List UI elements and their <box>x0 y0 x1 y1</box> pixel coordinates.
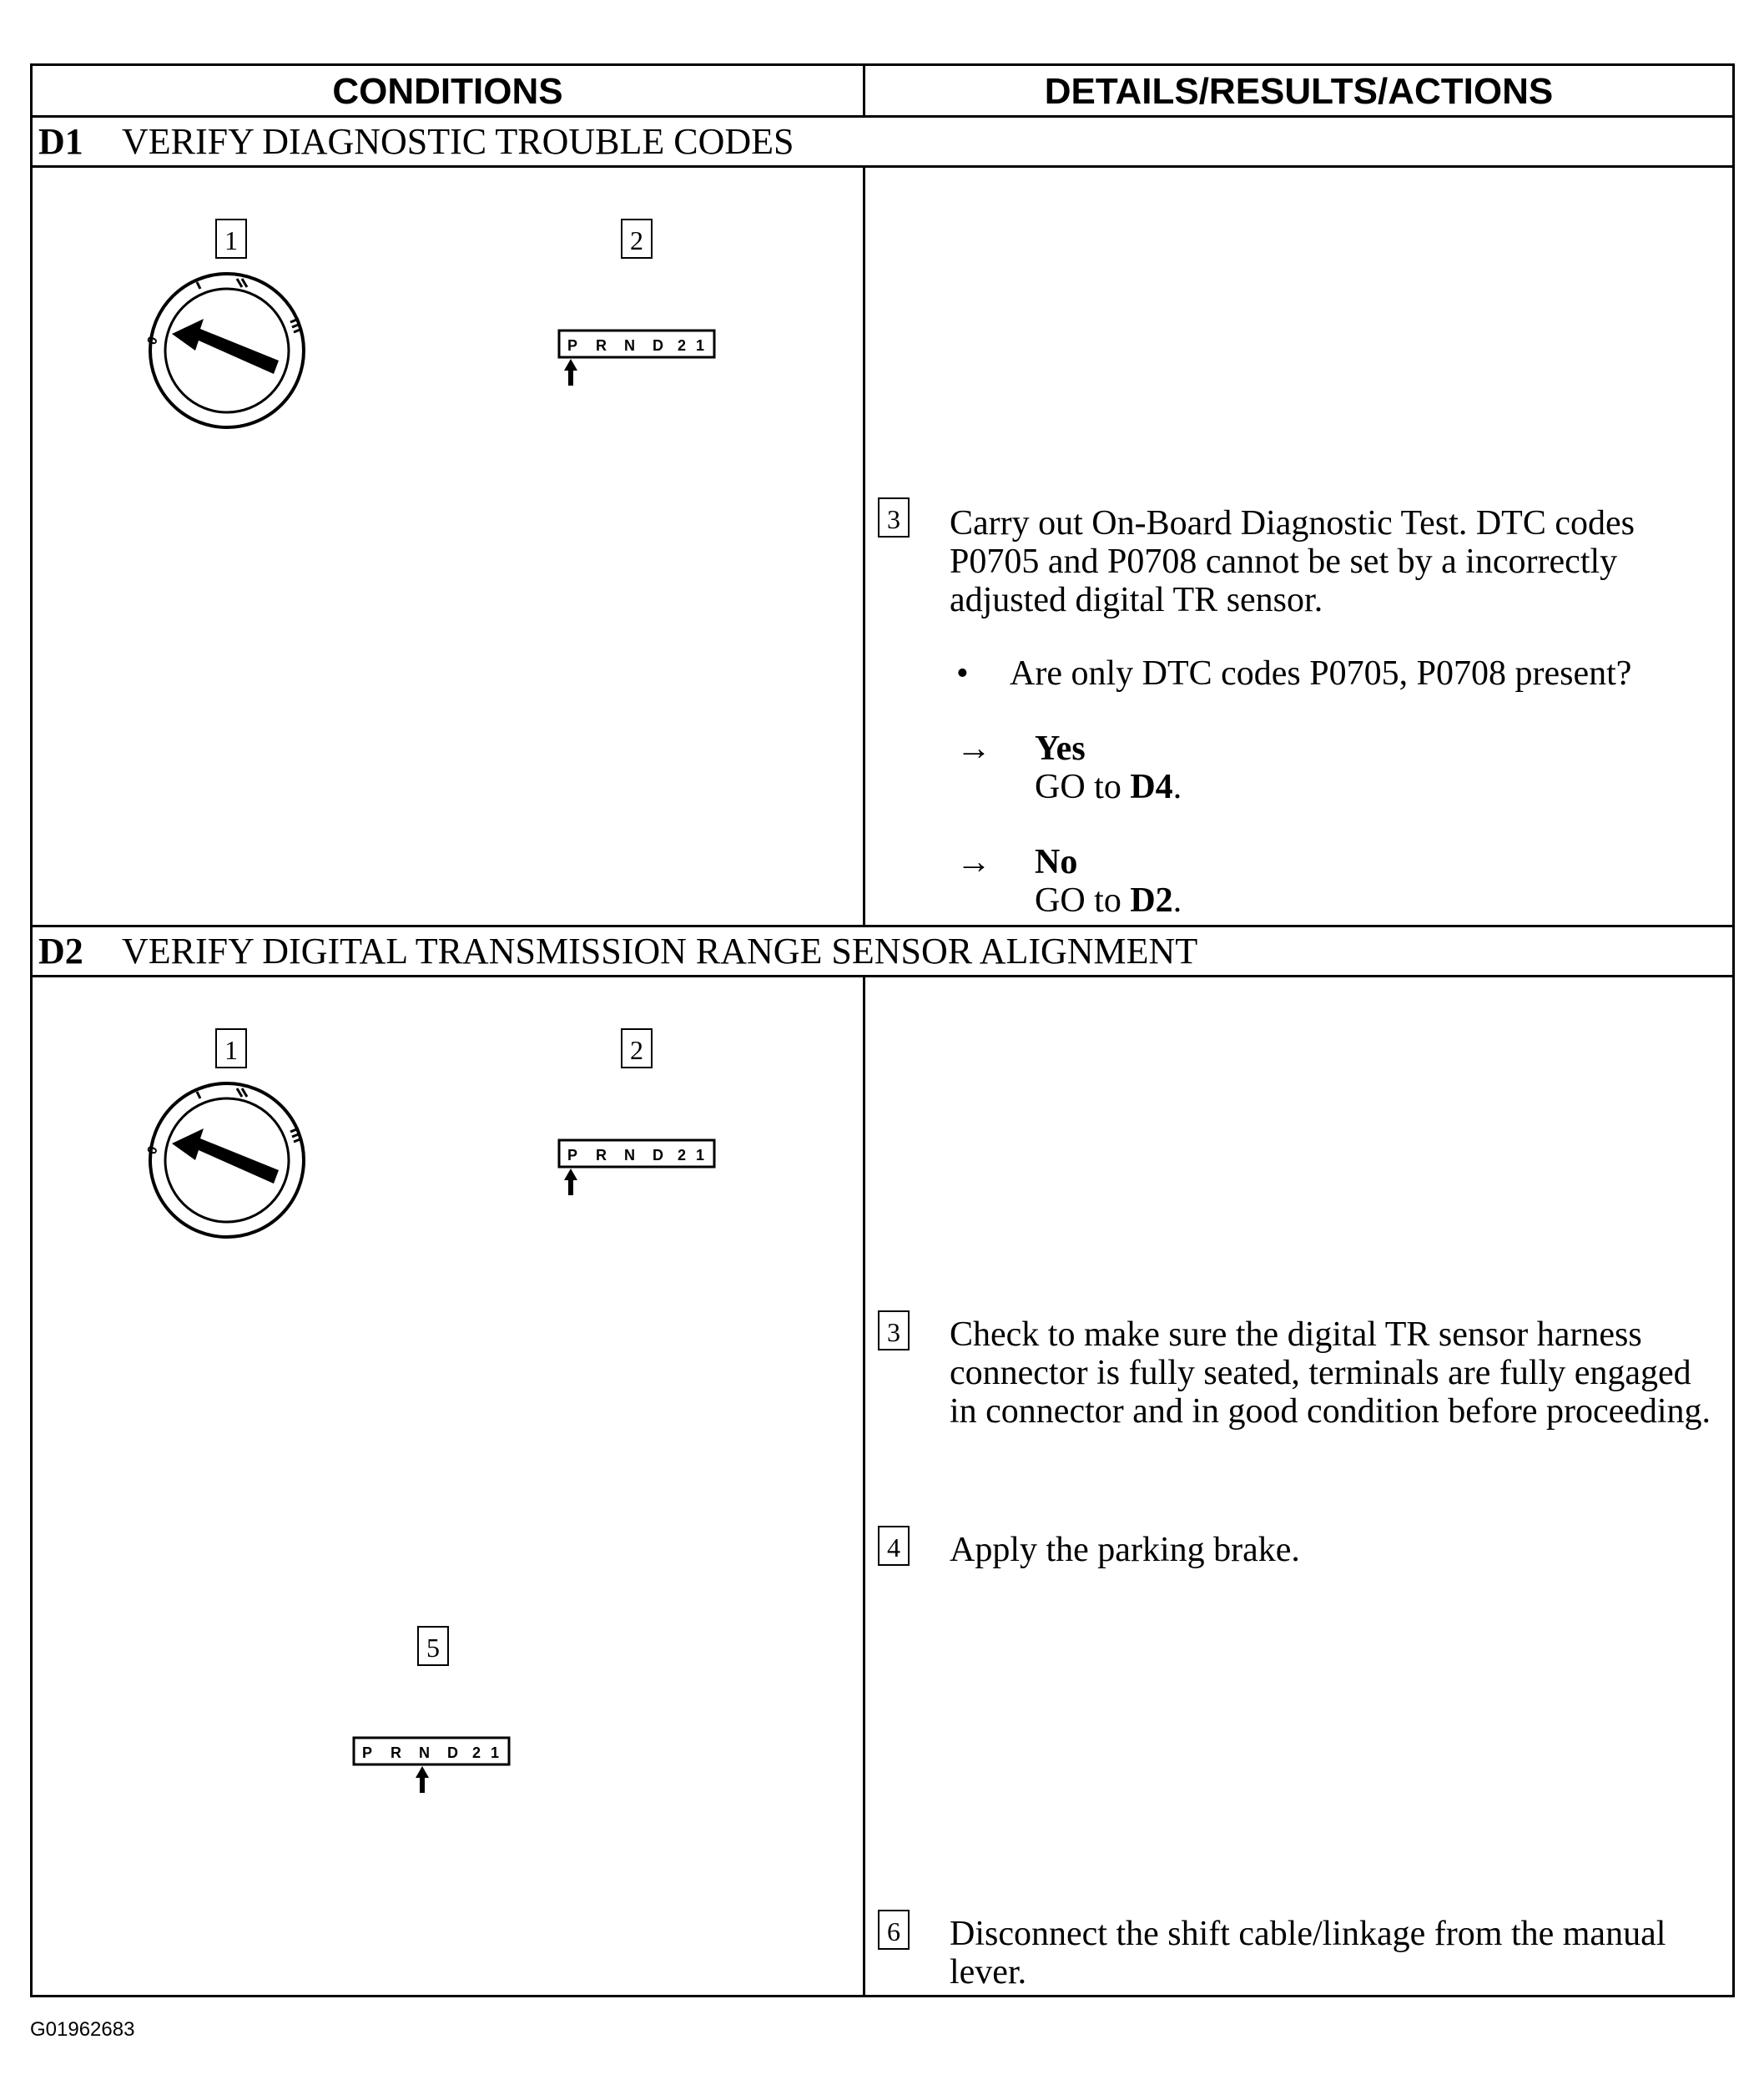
d1-gear-selector-park-icon: P R N D 2 1 <box>557 329 716 386</box>
ignition-switch-off-icon: 0 <box>145 1082 305 1239</box>
svg-text:D: D <box>653 337 663 354</box>
svg-text:N: N <box>624 337 635 354</box>
figure-id: G01962683 <box>30 2018 135 2041</box>
svg-text:R: R <box>596 1147 607 1164</box>
svg-text:N: N <box>419 1744 430 1761</box>
table-bottom-border <box>30 1995 1735 1997</box>
svg-text:2: 2 <box>472 1744 481 1761</box>
table-right-border <box>1732 63 1735 1997</box>
d2-step-5-number: 5 <box>417 1626 449 1666</box>
svg-text:R: R <box>596 337 607 354</box>
svg-text:1: 1 <box>696 337 704 354</box>
table-left-border <box>30 63 33 1997</box>
d1-no-action-prefix: GO to <box>1035 881 1131 920</box>
d2-code: D2 <box>38 931 83 972</box>
d2-gear-selector-drive-icon: P R N D 2 1 <box>352 1736 511 1793</box>
conditions-header: CONDITIONS <box>332 71 563 112</box>
svg-text:P: P <box>567 1147 577 1164</box>
d2-gear-selector-park-icon: P R N D 2 1 <box>557 1138 716 1195</box>
d2-title: VERIFY DIGITAL TRANSMISSION RANGE SENSOR… <box>122 931 1198 972</box>
svg-text:D: D <box>653 1147 663 1164</box>
d1-yes-target[interactable]: D4 <box>1130 768 1173 806</box>
d1-no-label: No <box>1035 843 1078 881</box>
d1-title-bottom-border <box>30 165 1735 168</box>
d1-bottom-border <box>30 925 1735 927</box>
d2-step-6-text: Disconnect the shift cable/linkage from … <box>950 1915 1666 1992</box>
d1-no-action: GO to D2. <box>1035 881 1182 920</box>
d1-yes-arrow: → <box>956 729 991 768</box>
column-divider-header <box>863 63 865 118</box>
svg-text:N: N <box>624 1147 635 1164</box>
d1-yes-label: Yes <box>1035 729 1086 768</box>
svg-text:1: 1 <box>491 1744 499 1761</box>
d2-step-4-text: Apply the parking brake. <box>950 1531 1300 1569</box>
d2-step-3-text: Check to make sure the digital TR sensor… <box>950 1315 1711 1431</box>
d2-title-bottom-border <box>30 975 1735 977</box>
d1-code: D1 <box>38 121 83 162</box>
d1-no-arrow: → <box>956 843 991 881</box>
d2-step-3-number: 3 <box>878 1310 910 1350</box>
d1-step-1-number: 1 <box>215 219 247 259</box>
d1-title: VERIFY DIAGNOSTIC TROUBLE CODES <box>122 121 794 162</box>
d1-question: Are only DTC codes P0705, P0708 present? <box>1010 654 1632 693</box>
d2-step-2-number: 2 <box>621 1028 653 1068</box>
svg-text:2: 2 <box>678 1147 686 1164</box>
d1-no-target[interactable]: D2 <box>1130 881 1173 920</box>
header-bottom-border <box>30 115 1735 118</box>
svg-text:P: P <box>362 1744 372 1761</box>
svg-text:2: 2 <box>678 337 686 354</box>
d1-yes-action: GO to D4. <box>1035 768 1182 806</box>
d1-step-2-number: 2 <box>621 219 653 259</box>
ignition-switch-off-icon: 0 <box>145 272 305 429</box>
d1-section-title: D1 VERIFY DIAGNOSTIC TROUBLE CODES <box>38 117 794 167</box>
d1-bullet-dot: • <box>956 654 969 693</box>
details-header: DETAILS/RESULTS/ACTIONS <box>1044 71 1554 112</box>
svg-text:R: R <box>391 1744 401 1761</box>
svg-text:1: 1 <box>696 1147 704 1164</box>
column-divider-d1 <box>863 165 865 927</box>
d1-yes-action-prefix: GO to <box>1035 768 1131 806</box>
svg-text:P: P <box>567 337 577 354</box>
svg-text:D: D <box>447 1744 458 1761</box>
d2-step-6-number: 6 <box>878 1910 910 1950</box>
d2-step-1-number: 1 <box>215 1028 247 1068</box>
d1-step-3-number: 3 <box>878 497 910 538</box>
table-top-border <box>30 63 1735 66</box>
d1-step-3-text: Carry out On-Board Diagnostic Test. DTC … <box>950 504 1635 619</box>
d2-section-title: D2 VERIFY DIGITAL TRANSMISSION RANGE SENS… <box>38 926 1197 977</box>
d2-step-4-number: 4 <box>878 1526 910 1566</box>
column-divider-d2 <box>863 975 865 1997</box>
